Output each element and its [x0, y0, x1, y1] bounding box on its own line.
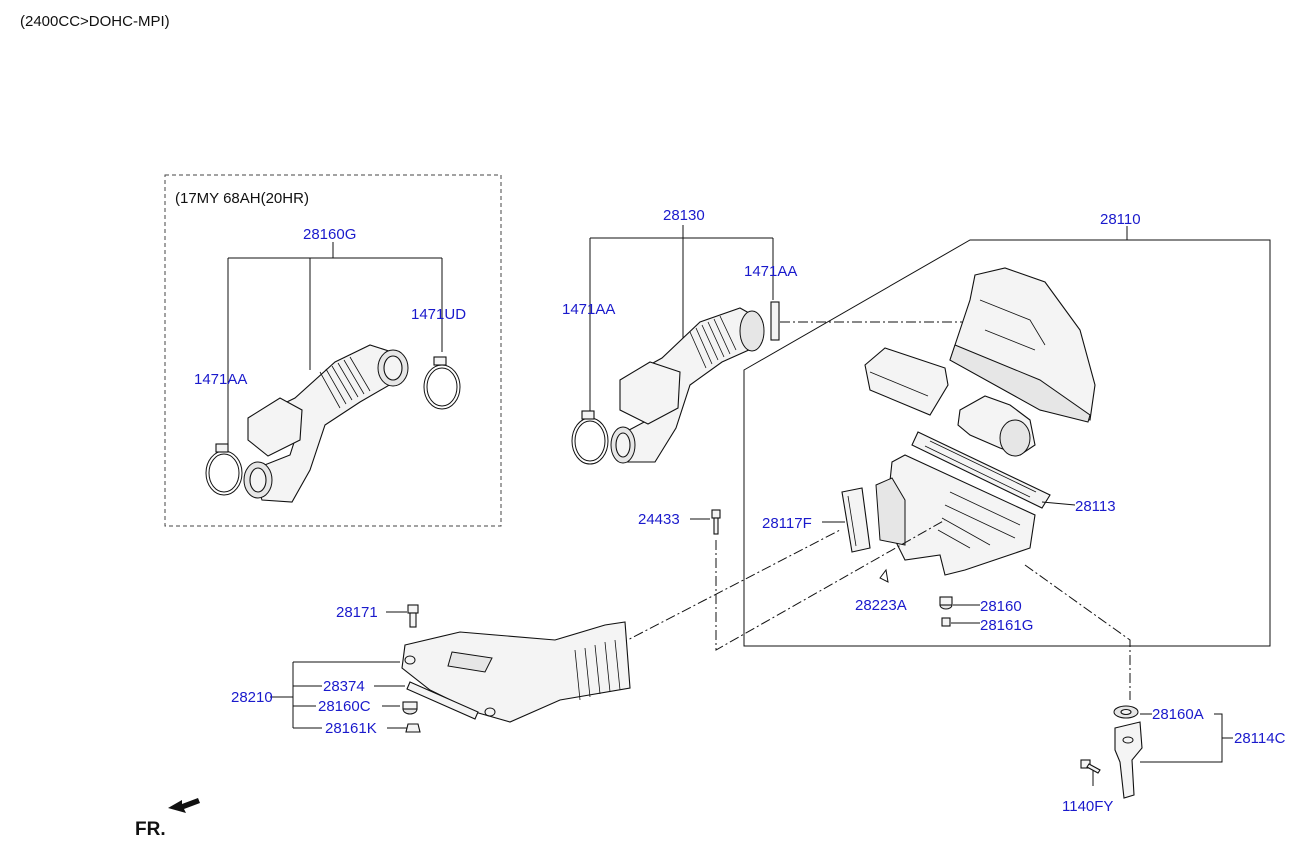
air-cleaner-cover [949, 267, 1096, 423]
duct-leaders [270, 661, 408, 729]
inset-title: (17MY 68AH(20HR) [175, 190, 309, 207]
label-28114C[interactable]: 28114C [1234, 730, 1286, 747]
label-28374[interactable]: 28374 [323, 678, 365, 695]
inset-leaders [227, 242, 443, 445]
seal-strip-28374 [406, 681, 479, 720]
label-1140FY[interactable]: 1140FY [1062, 798, 1113, 815]
inset-frame [164, 174, 502, 527]
label-28130[interactable]: 28130 [663, 207, 705, 224]
air-intake-hose [610, 307, 765, 464]
engine-spec-text: (2400CC>DOHC-MPI) [20, 13, 170, 30]
resonator [864, 347, 949, 416]
grommet-28160A [1113, 705, 1139, 719]
duct-centerline [617, 529, 841, 646]
label-1471AA-left[interactable]: 1471AA [562, 301, 615, 318]
label-28161K[interactable]: 28161K [325, 720, 377, 737]
label-28161G[interactable]: 28161G [980, 617, 1033, 634]
bolt-centerline [715, 519, 946, 651]
label-28160G[interactable]: 28160G [303, 226, 356, 243]
leaders-28114C [1140, 713, 1233, 763]
label-1471AA-top[interactable]: 1471AA [744, 263, 797, 280]
label-28160[interactable]: 28160 [980, 598, 1022, 615]
collar-28161G [941, 617, 951, 627]
grommet-28160C [402, 701, 418, 715]
label-28160C[interactable]: 28160C [318, 698, 371, 715]
label-24433[interactable]: 24433 [638, 511, 680, 528]
label-28210[interactable]: 28210 [231, 689, 273, 706]
bracket-centerline [1024, 564, 1131, 700]
filter-gasket-28117F [841, 487, 871, 553]
inset-clamp-1471AA [205, 443, 243, 496]
inset-clamp-1471UD [423, 356, 461, 410]
label-28113[interactable]: 28113 [1075, 498, 1116, 515]
label-28171[interactable]: 28171 [336, 604, 378, 621]
hose-clamp-left [571, 410, 609, 465]
hose-leaders [589, 225, 774, 418]
label-1471AA-inset[interactable]: 1471AA [194, 371, 247, 388]
duct-elbow [957, 395, 1036, 457]
leader-28113 [1041, 501, 1076, 506]
bolt-1140FY [1080, 759, 1101, 774]
label-28160A[interactable]: 28160A [1152, 706, 1204, 723]
hose-clamp-top [770, 301, 780, 341]
screw-28223A [879, 568, 889, 583]
label-28223A[interactable]: 28223A [855, 597, 907, 614]
label-1471UD[interactable]: 1471UD [411, 306, 466, 323]
bolt-28171 [407, 604, 419, 628]
label-28117F[interactable]: 28117F [762, 515, 812, 532]
front-direction-label: FR. [135, 819, 166, 840]
inset-intake-hose [243, 344, 409, 503]
front-arrow-icon [168, 798, 200, 813]
grommet-28160 [939, 596, 953, 610]
air-inlet-duct [401, 621, 631, 723]
assy-outline [743, 226, 1271, 647]
bolt-24433 [711, 509, 721, 535]
front-direction-indicator: FR. [135, 798, 200, 840]
collar-28161K [405, 723, 421, 733]
filter-element-28113 [911, 431, 1051, 509]
bracket-28114C [1114, 721, 1143, 799]
air-cleaner-body [875, 454, 1036, 576]
label-28110[interactable]: 28110 [1100, 211, 1141, 228]
